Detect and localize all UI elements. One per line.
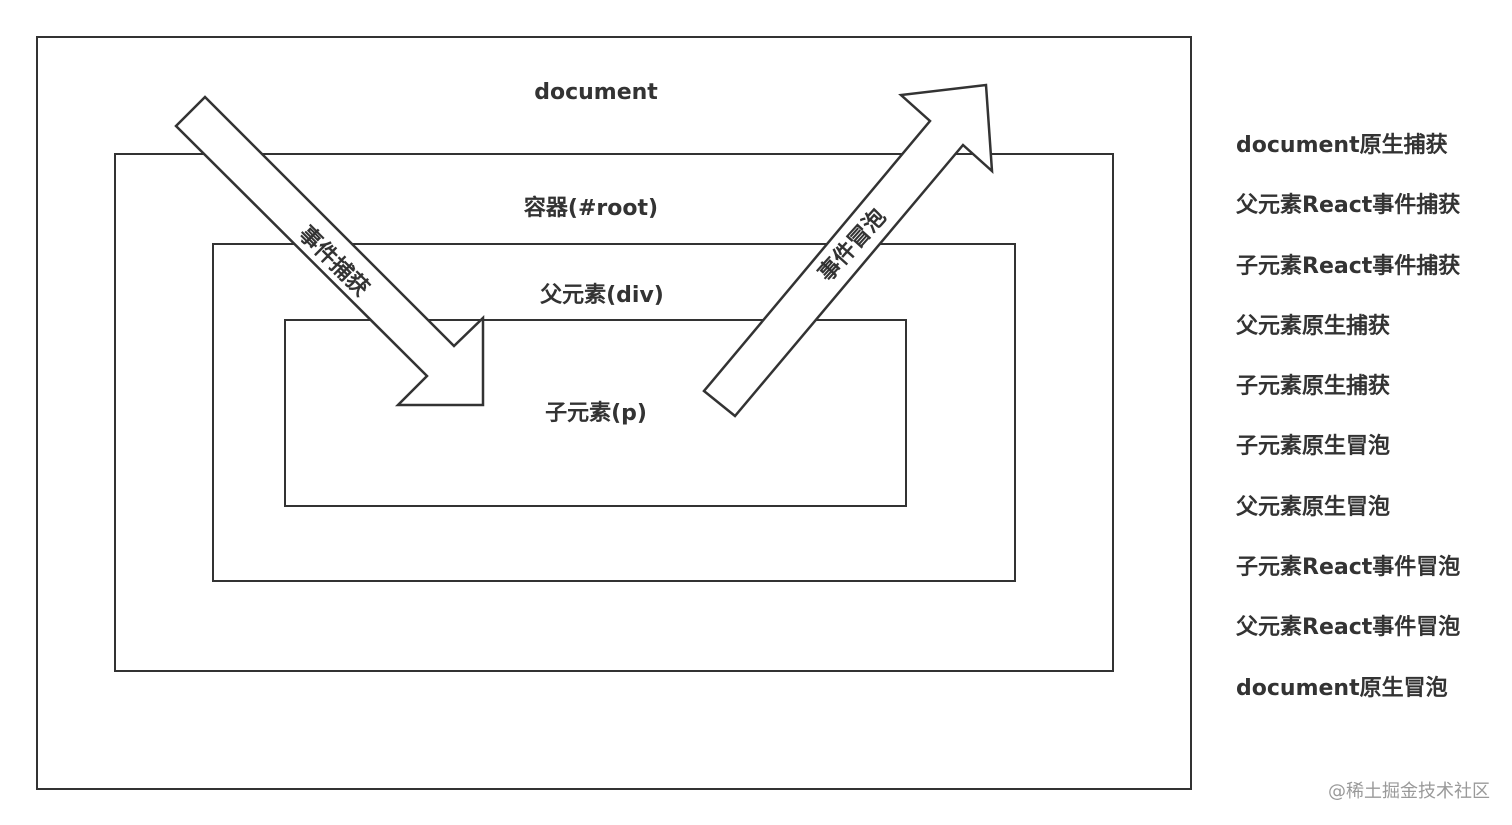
order-item: 子元素React事件冒泡 [1236, 555, 1461, 581]
parent-element-box [212, 243, 1016, 582]
execution-order-list: document原生捕获 父元素React事件捕获 子元素React事件捕获 父… [1236, 128, 1460, 731]
order-item: 父元素React事件冒泡 [1236, 615, 1461, 641]
order-item: 子元素原生冒泡 [1236, 434, 1391, 460]
order-item: document原生冒泡 [1236, 675, 1448, 701]
root-container-label: 容器(#root) [523, 196, 659, 221]
order-item: 子元素React事件捕获 [1236, 253, 1461, 279]
watermark: @稀土掘金技术社区 [1328, 781, 1490, 802]
document-box [36, 36, 1192, 790]
order-item: 父元素原生捕获 [1236, 313, 1391, 339]
order-item: document原生捕获 [1236, 133, 1448, 158]
order-item: 父元素原生冒泡 [1236, 494, 1391, 520]
child-element-box [284, 319, 907, 507]
parent-element-label: 父元素(div) [540, 283, 664, 308]
capture-arrow: 事件捕获 [174, 95, 485, 407]
order-item: 子元素原生捕获 [1236, 374, 1391, 400]
document-label: document [534, 80, 658, 105]
bubble-arrow: 事件冒泡 [702, 83, 994, 418]
root-container-box [114, 153, 1114, 672]
child-element-label: 子元素(p) [545, 401, 647, 426]
order-item: 父元素React事件捕获 [1236, 193, 1461, 219]
